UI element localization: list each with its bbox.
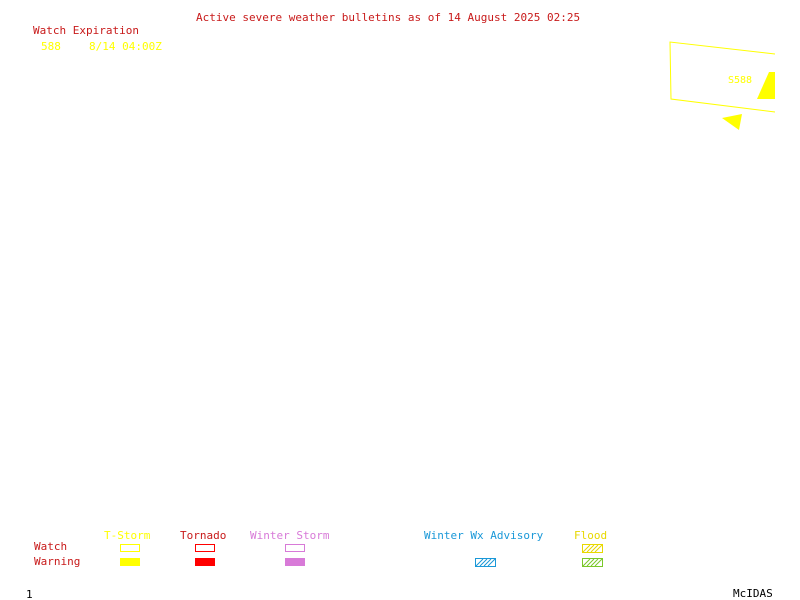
tornado-warning-swatch (195, 558, 215, 566)
flood-watch-swatch (582, 544, 603, 553)
frame-number: 1 (26, 588, 33, 600)
bulletin-title: Active severe weather bulletins as of 14… (196, 11, 581, 24)
flood-warning-swatch (582, 558, 603, 567)
watch-area-fill-lower (722, 114, 742, 130)
legend-tornado-label: Tornado (180, 529, 227, 542)
legend-warning-row-label: Warning (34, 555, 81, 568)
legend-flood-label: Flood (574, 529, 608, 542)
legend-winter-wx-advisory-label: Winter Wx Advisory (424, 529, 544, 542)
tstorm-watch-swatch (120, 544, 140, 552)
winter-wx-advisory-swatch (475, 558, 496, 567)
tornado-watch-swatch (195, 544, 215, 552)
winter-storm-warning-swatch (285, 558, 305, 566)
watch-box-label: S588 (728, 75, 752, 86)
tstorm-warning-swatch (120, 558, 140, 566)
watch-area-fill (757, 72, 775, 99)
watch-number: 588 (41, 40, 61, 53)
watch-expiration-time: 8/14 04:00Z (89, 40, 162, 53)
legend-tstorm-label: T-Storm (104, 529, 151, 542)
winter-storm-watch-swatch (285, 544, 305, 552)
product-label: McIDAS (733, 587, 773, 600)
legend-winter-storm-label: Winter Storm (250, 529, 330, 542)
watch-expiration-heading: Watch Expiration (33, 24, 139, 37)
watch-box-outline (669, 41, 776, 113)
legend-watch-row-label: Watch (34, 540, 68, 553)
